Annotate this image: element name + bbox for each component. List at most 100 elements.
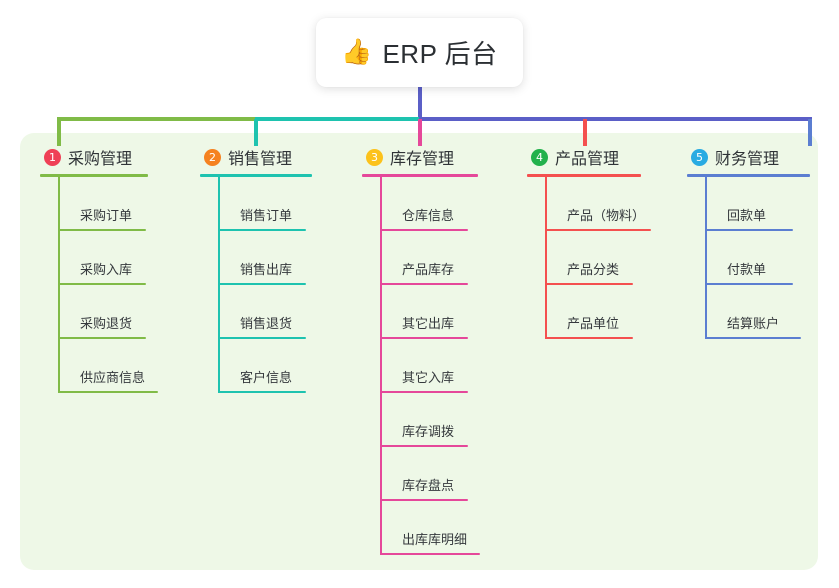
leaf-node[interactable]: 客户信息: [218, 339, 360, 393]
leaf-label: 库存盘点: [402, 478, 455, 493]
column-header-rule: [362, 174, 478, 177]
leaf-rule: [705, 229, 793, 231]
diagram-panel: [20, 133, 818, 570]
leaf-rule: [380, 229, 468, 231]
branch-column-sales: 2 销售管理 销售订单 销售出库 销售退货 客户信息: [200, 145, 360, 393]
leaf-rule: [218, 229, 306, 231]
column-index-badge: 1: [44, 148, 61, 166]
column-index-badge: 5: [691, 148, 708, 166]
leaf-rule: [545, 283, 633, 285]
column-header[interactable]: 2 销售管理: [200, 145, 360, 169]
leaf-label: 客户信息: [240, 370, 293, 385]
column-header-rule: [687, 174, 810, 177]
leaf-label: 库存调拨: [402, 424, 455, 439]
column-header-rule: [527, 174, 641, 177]
leaf-node[interactable]: 供应商信息: [58, 339, 200, 393]
branch-trunk: [380, 177, 382, 555]
leaf-label: 其它出库: [402, 316, 455, 331]
leaf-rule: [545, 337, 633, 339]
leaf-rule: [380, 283, 468, 285]
leaf-node[interactable]: 其它入库: [380, 339, 532, 393]
leaf-node[interactable]: 产品分类: [545, 231, 697, 285]
leaf-node[interactable]: 回款单: [705, 177, 839, 231]
leaf-label: 出库库明细: [402, 532, 468, 547]
root-node-card[interactable]: 👍 ERP 后台: [316, 18, 523, 87]
column-header[interactable]: 4 产品管理: [527, 145, 697, 169]
leaf-rule: [58, 229, 146, 231]
column-title: 采购管理: [68, 151, 133, 168]
leaf-rule: [58, 391, 158, 393]
leaf-rule: [380, 391, 468, 393]
leaf-node[interactable]: 仓库信息: [380, 177, 532, 231]
column-title: 产品管理: [555, 151, 620, 168]
column-header-rule: [40, 174, 148, 177]
leaf-rule: [58, 283, 146, 285]
column-header[interactable]: 3 库存管理: [362, 145, 532, 169]
leaf-node[interactable]: 结算账户: [705, 285, 839, 339]
leaf-rule: [380, 499, 468, 501]
leaf-label: 采购入库: [80, 262, 133, 277]
leaf-label: 采购订单: [80, 208, 133, 223]
leaf-rule: [380, 553, 480, 555]
leaf-label: 销售订单: [240, 208, 293, 223]
leaf-rule: [380, 445, 468, 447]
leaf-node[interactable]: 产品（物料）: [545, 177, 697, 231]
leaf-rule: [218, 337, 306, 339]
leaf-node[interactable]: 采购订单: [58, 177, 200, 231]
column-header[interactable]: 5 财务管理: [687, 145, 839, 169]
branch-trunk: [705, 177, 707, 339]
leaf-label: 采购退货: [80, 316, 133, 331]
column-index-badge: 4: [531, 148, 548, 166]
leaf-label: 结算账户: [727, 316, 780, 331]
branch-trunk: [545, 177, 547, 339]
column-index-badge: 2: [204, 148, 221, 166]
leaf-rule: [58, 337, 146, 339]
column-title: 财务管理: [715, 151, 780, 168]
leaf-label: 供应商信息: [80, 370, 146, 385]
column-index-badge: 3: [366, 148, 383, 166]
leaf-label: 产品分类: [567, 262, 620, 277]
column-branch: 采购订单 采购入库 采购退货 供应商信息: [58, 177, 200, 393]
leaf-rule: [380, 337, 468, 339]
leaf-node[interactable]: 销售出库: [218, 231, 360, 285]
leaf-rule: [545, 229, 651, 231]
root-title: ERP 后台: [382, 39, 498, 69]
leaf-label: 产品单位: [567, 316, 620, 331]
leaf-label: 产品（物料）: [567, 208, 646, 223]
branch-trunk: [58, 177, 60, 393]
branch-column-finance: 5 财务管理 回款单 付款单 结算账户: [687, 145, 839, 339]
leaf-node[interactable]: 库存调拨: [380, 393, 532, 447]
column-branch: 仓库信息 产品库存 其它出库 其它入库 库存调拨 库存盘点 出库库明细: [380, 177, 532, 555]
column-branch: 回款单 付款单 结算账户: [705, 177, 839, 339]
column-title: 库存管理: [390, 151, 455, 168]
branch-column-inventory: 3 库存管理 仓库信息 产品库存 其它出库 其它入库 库存调拨 库存盘点: [362, 145, 532, 555]
leaf-label: 回款单: [727, 208, 767, 223]
leaf-node[interactable]: 采购入库: [58, 231, 200, 285]
leaf-rule: [218, 391, 306, 393]
column-title: 销售管理: [228, 151, 293, 168]
leaf-rule: [705, 337, 801, 339]
leaf-label: 销售出库: [240, 262, 293, 277]
branch-column-product: 4 产品管理 产品（物料） 产品分类 产品单位: [527, 145, 697, 339]
leaf-label: 销售退货: [240, 316, 293, 331]
leaf-label: 产品库存: [402, 262, 455, 277]
leaf-node[interactable]: 库存盘点: [380, 447, 532, 501]
leaf-node[interactable]: 销售退货: [218, 285, 360, 339]
leaf-label: 其它入库: [402, 370, 455, 385]
leaf-node[interactable]: 产品单位: [545, 285, 697, 339]
leaf-node[interactable]: 出库库明细: [380, 501, 532, 555]
leaf-label: 付款单: [727, 262, 767, 277]
thumbs-up-icon: 👍: [341, 38, 373, 66]
leaf-node[interactable]: 产品库存: [380, 231, 532, 285]
column-header-rule: [200, 174, 312, 177]
column-header[interactable]: 1 采购管理: [40, 145, 200, 169]
leaf-label: 仓库信息: [402, 208, 455, 223]
leaf-node[interactable]: 付款单: [705, 231, 839, 285]
leaf-node[interactable]: 销售订单: [218, 177, 360, 231]
leaf-node[interactable]: 其它出库: [380, 285, 532, 339]
branch-column-purchasing: 1 采购管理 采购订单 采购入库 采购退货 供应商信息: [40, 145, 200, 393]
leaf-node[interactable]: 采购退货: [58, 285, 200, 339]
leaf-rule: [705, 283, 793, 285]
column-branch: 产品（物料） 产品分类 产品单位: [545, 177, 697, 339]
